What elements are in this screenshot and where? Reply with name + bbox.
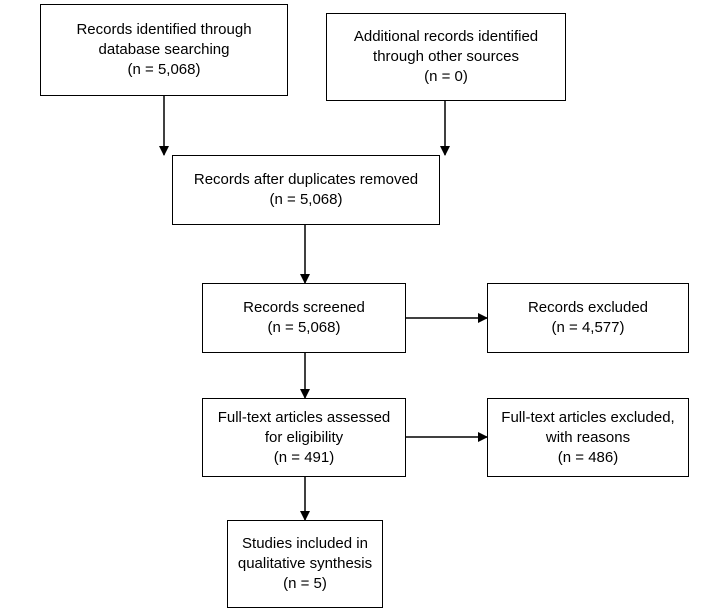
box-line: (n = 5,068) — [269, 191, 343, 208]
box-line: (n = 4,577) — [551, 319, 625, 336]
box-fulltext-assessed: Full-text articles assessed for eligibil… — [202, 398, 406, 477]
box-line: qualitative synthesis — [237, 555, 373, 572]
box-line: Studies included in — [242, 535, 368, 552]
box-fulltext-excluded: Full-text articles excluded, with reason… — [487, 398, 689, 477]
box-records-screened: Records screened (n = 5,068) — [202, 283, 406, 353]
box-studies-included: Studies included in qualitative synthesi… — [227, 520, 383, 608]
box-line: Full-text articles excluded, — [501, 408, 675, 426]
box-line: (n = 5,068) — [127, 61, 201, 78]
box-line: (n = 0) — [424, 68, 468, 85]
box-line: for eligibility — [264, 428, 344, 446]
box-line: Records identified through — [76, 21, 252, 38]
box-records-excluded: Records excluded (n = 4,577) — [487, 283, 689, 353]
box-line: (n = 5,068) — [267, 319, 341, 336]
box-line: Records excluded — [527, 299, 649, 316]
box-line: Records after duplicates removed — [193, 171, 419, 188]
box-line: database searching — [98, 41, 230, 58]
box-line: (n = 486) — [557, 448, 619, 466]
box-additional-records-other-sources: Additional records identified through ot… — [326, 13, 566, 101]
box-line: Full-text articles assessed — [217, 408, 391, 426]
box-line: Records screened — [243, 299, 365, 316]
box-line: through other sources — [373, 48, 519, 65]
box-records-identified-database: Records identified through database sear… — [40, 4, 288, 96]
box-line: with reasons — [545, 428, 631, 446]
box-records-after-duplicates: Records after duplicates removed (n = 5,… — [172, 155, 440, 225]
box-line: Additional records identified — [353, 28, 539, 45]
box-line: (n = 491) — [273, 448, 335, 466]
box-line: (n = 5) — [283, 575, 327, 592]
